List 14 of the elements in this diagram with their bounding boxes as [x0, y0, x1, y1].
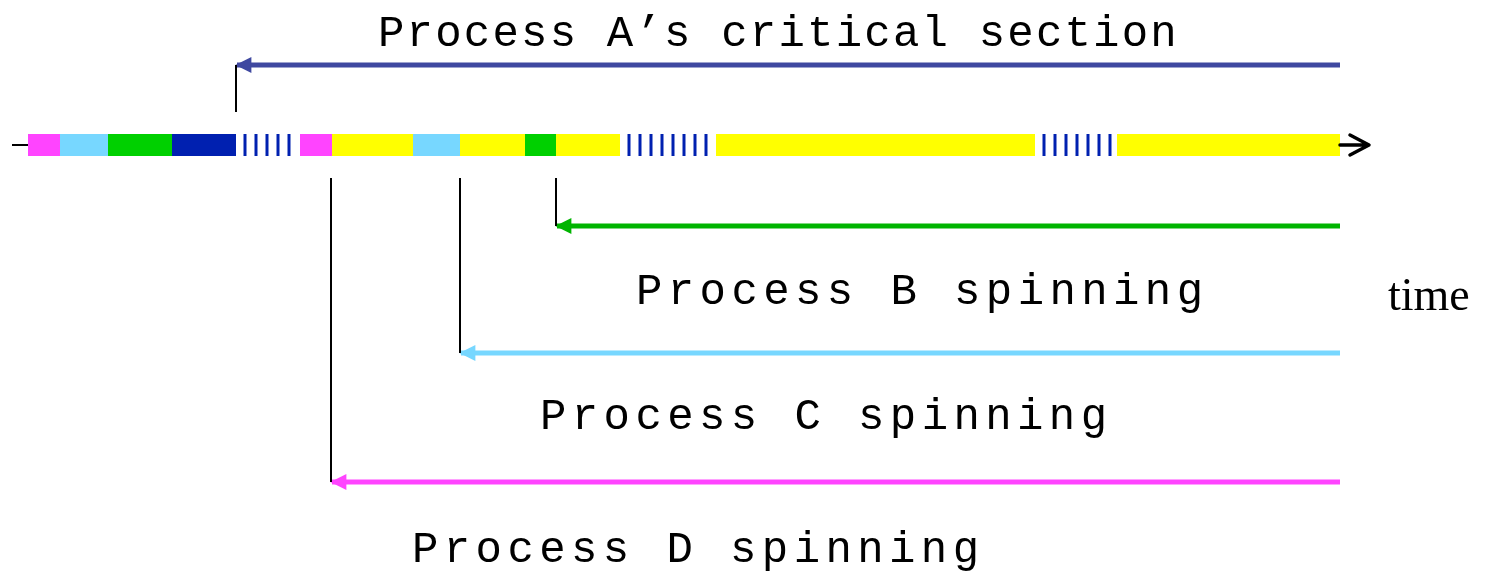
arrow [555, 218, 1340, 234]
arrow [330, 474, 1340, 490]
axis-label: time [1388, 272, 1470, 318]
timeline-bar [11, 133, 1371, 157]
edge-label: Process B spinning [636, 270, 1209, 314]
tick-line [235, 65, 237, 112]
arrow [459, 345, 1340, 361]
tick-line [330, 178, 332, 482]
edge-label: Process C spinning [540, 395, 1113, 439]
tick-line [459, 178, 461, 353]
arrow [235, 57, 1340, 73]
edge-label: Process A’s critical section [378, 12, 1179, 56]
edge-label: Process D spinning [412, 528, 985, 572]
tick-line [555, 178, 557, 226]
